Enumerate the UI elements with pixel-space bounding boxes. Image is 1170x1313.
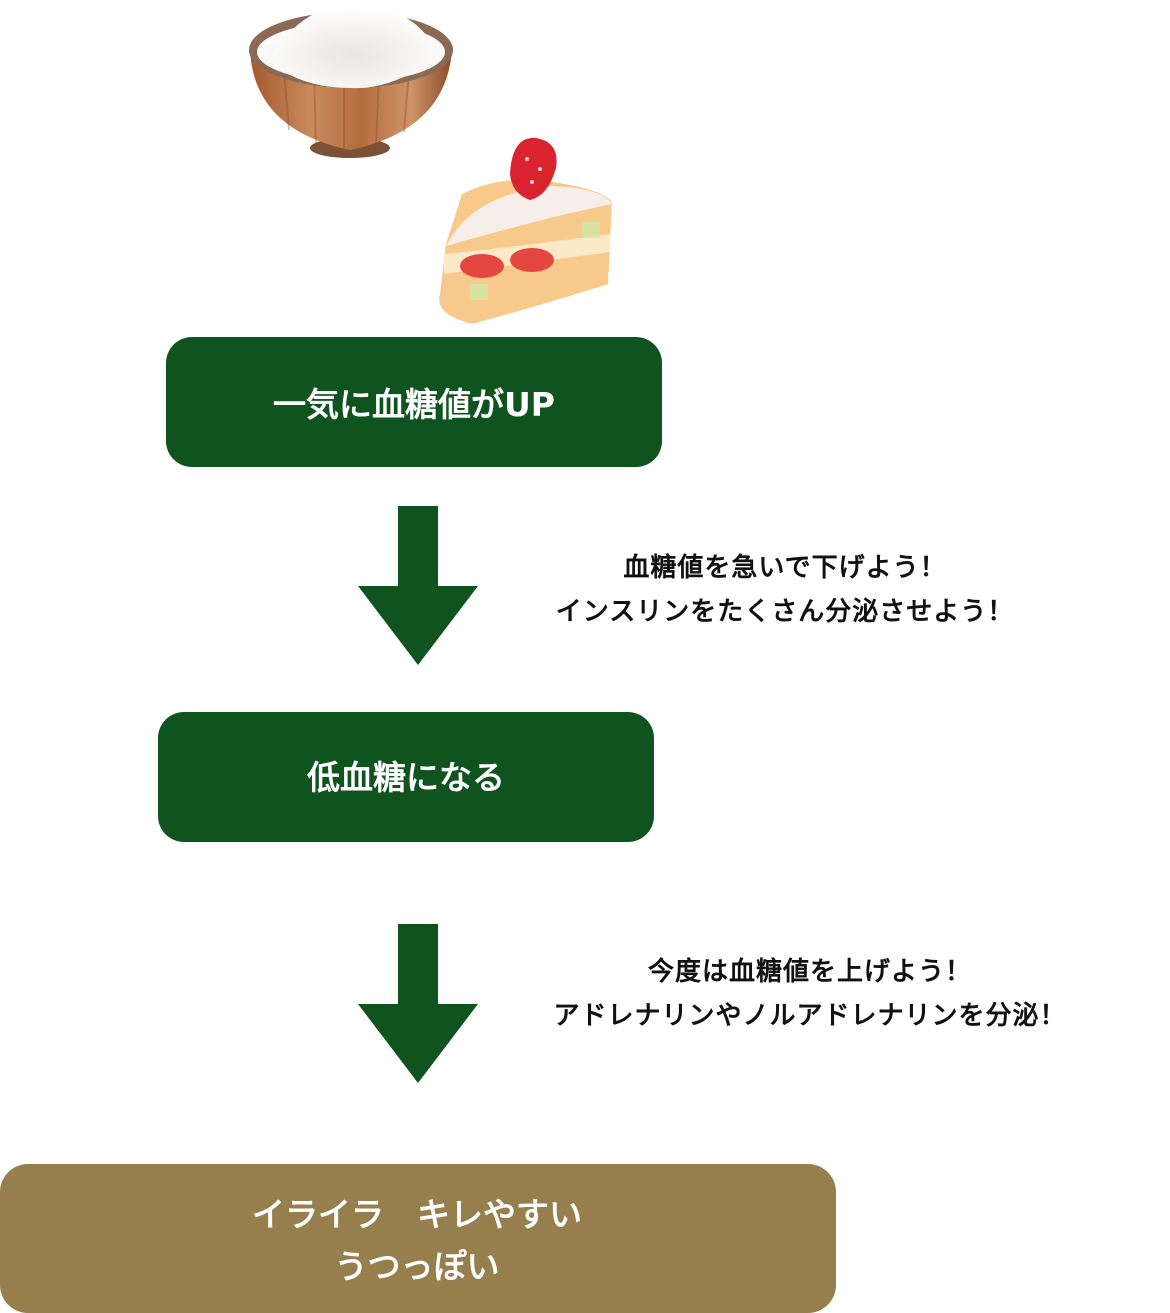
annotation-adrenaline: 今度は血糖値を上げよう！ アドレナリンやノルアドレナリンを分泌！ [500,950,1120,1038]
cake-illustration [439,137,612,324]
step-label: 一気に血糖値がUP [273,385,555,424]
step-box-blood-sugar-up: 一気に血糖値がUP [166,337,662,467]
annotation-line: インスリンをたくさん分泌させよう！ [555,597,1015,627]
down-arrow-icon [358,506,478,665]
result-box-irritability: イライラ キレやすい うつっぽい [0,1164,836,1313]
step-label: 低血糖になる [307,758,505,797]
annotation-line: アドレナリンやノルアドレナリンを分泌！ [553,1001,1067,1031]
annotation-line: 今度は血糖値を上げよう！ [647,957,972,987]
result-line: うつっぽい [334,1246,500,1286]
result-line: イライラ キレやすい [252,1194,582,1234]
annotation-line: 血糖値を急いで下げよう！ [623,553,947,583]
annotation-insulin: 血糖値を急いで下げよう！ インスリンをたくさん分泌させよう！ [500,546,1070,634]
step-box-hypoglycemia: 低血糖になる [158,712,654,842]
down-arrow-icon [358,924,478,1083]
rice-bowl-illustration [249,5,453,158]
